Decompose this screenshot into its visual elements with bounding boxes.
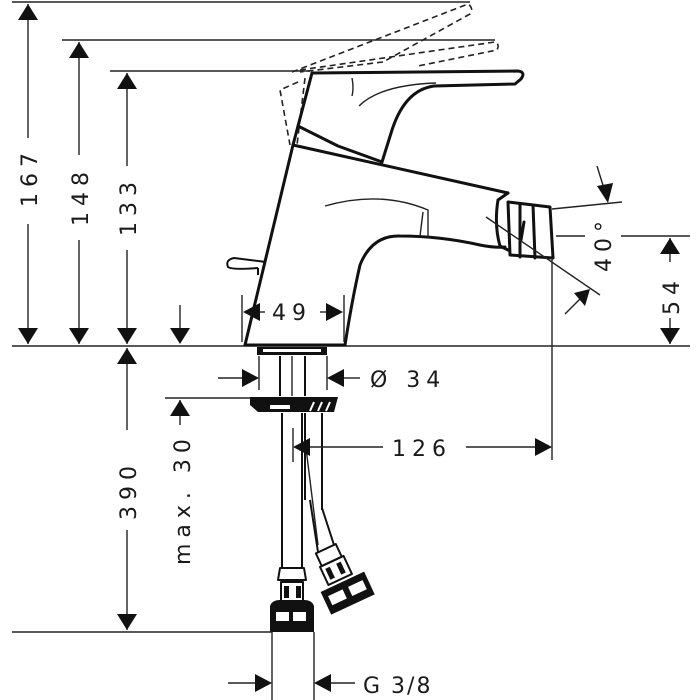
dimension-49: 49 [241, 295, 345, 342]
arrow-up-icon [117, 348, 137, 364]
dimension-40-degrees: 40° [485, 165, 623, 315]
mounting-shank [257, 347, 328, 396]
dim-label-diameter-34: Ø 34 [370, 368, 446, 393]
drain-pull-rod [226, 257, 267, 275]
dim-label-148: 148 [69, 166, 94, 226]
dim-label-g-3-8: G 3/8 [363, 674, 432, 699]
arrow-down-icon [69, 328, 89, 344]
dim-label-126: 126 [392, 437, 452, 462]
dimension-max-30: max. 30 [170, 400, 196, 565]
arrow-up-icon [660, 238, 680, 254]
arrow-up-icon [117, 73, 137, 89]
dimension-diameter-34: Ø 34 [218, 368, 446, 393]
dim-label-49: 49 [272, 301, 312, 326]
arrow-right-icon [535, 438, 552, 456]
arrow-right-icon [242, 369, 259, 387]
arrow-left-icon [314, 674, 331, 692]
dimension-167: 167 [18, 4, 43, 344]
dimension-390: 390 [12, 348, 272, 633]
arrow-right-icon [326, 303, 343, 321]
deck-thickness-arrow-top [170, 305, 190, 344]
arrow-left-icon [327, 369, 344, 387]
arrow-up-icon [170, 400, 190, 416]
lever-handle [296, 69, 525, 164]
dimension-54: 54 [621, 235, 690, 344]
dim-label-167: 167 [18, 147, 43, 207]
dimension-126: 126 [292, 428, 552, 462]
spout-aerator [494, 191, 555, 260]
arrow-up-icon [69, 42, 89, 58]
supply-hoses [281, 413, 335, 568]
straight-hose-connector [270, 567, 314, 632]
dimension-133: 133 [117, 73, 142, 344]
arrow-down-icon [170, 328, 190, 344]
arrow-down-icon [660, 328, 680, 344]
arrow-up-icon [18, 4, 38, 20]
dimension-g-3-8: G 3/8 [228, 632, 432, 700]
arrow-down-icon [597, 183, 613, 203]
arrow-right-icon [255, 674, 272, 692]
dimension-148: 148 [69, 42, 94, 344]
mounting-nut [165, 397, 338, 412]
dim-label-390: 390 [117, 460, 142, 520]
faucet-body [243, 124, 510, 347]
dim-label-40-degrees: 40° [592, 215, 617, 272]
arrow-up-icon [574, 289, 590, 306]
spout-axis-line [485, 216, 601, 296]
dim-label-133: 133 [117, 176, 142, 236]
arrow-left-icon [243, 303, 260, 321]
arrow-down-icon [18, 328, 38, 344]
angled-hose-connector [314, 543, 375, 615]
arrow-down-icon [117, 328, 137, 344]
dim-label-54: 54 [660, 275, 685, 315]
dim-label-max-30: max. 30 [171, 433, 196, 565]
arrow-down-icon [117, 614, 137, 630]
arrow-left-icon [293, 438, 310, 456]
